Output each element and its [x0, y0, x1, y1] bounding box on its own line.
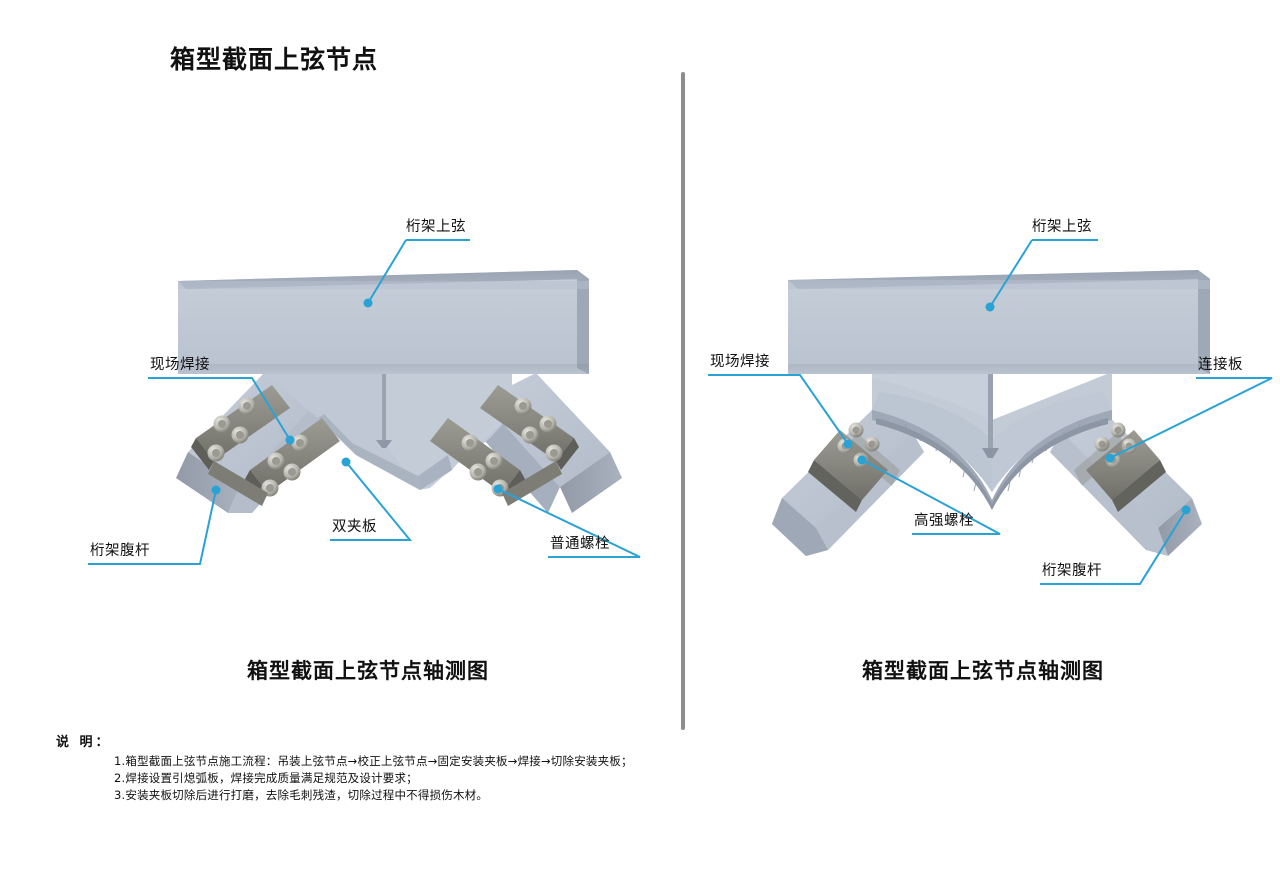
- notes-heading: 说 明：: [56, 735, 112, 750]
- left-splice-plate-upper-right: [480, 385, 579, 470]
- right-center-rib: [982, 370, 999, 458]
- label-right-high-strength-bolt: 高强螺栓: [914, 513, 974, 529]
- label-right-connection-plate: 连接板: [1198, 357, 1243, 373]
- caption-left-figure: 箱型截面上弦节点轴测图: [247, 659, 489, 683]
- notes-block: 说 明： 1.箱型截面上弦节点施工流程：吊装上弦节点→校正上弦节点→固定安装夹板…: [56, 734, 676, 804]
- label-left-field-weld: 现场焊接: [150, 357, 210, 373]
- left-top-chord: [178, 270, 589, 374]
- right-top-chord: [788, 270, 1210, 374]
- label-right-field-weld: 现场焊接: [710, 354, 770, 370]
- label-left-top-chord: 桁架上弦: [406, 219, 466, 235]
- note-item-3: 3.安装夹板切除后进行打磨，去除毛刺残渣，切除过程中不得损伤木材。: [114, 788, 489, 802]
- label-left-web-member: 桁架腹杆: [90, 543, 150, 559]
- label-right-top-chord: 桁架上弦: [1032, 219, 1092, 235]
- label-left-ordinary-bolt: 普通螺栓: [550, 536, 610, 552]
- note-item-2: 2.焊接设置引熄弧板，焊接完成质量满足规范及设计要求；: [114, 771, 418, 785]
- label-right-web-member: 桁架腹杆: [1042, 563, 1102, 579]
- page-title: 箱型截面上弦节点: [170, 45, 379, 74]
- label-left-double-splice-plate: 双夹板: [332, 519, 377, 535]
- caption-right-figure: 箱型截面上弦节点轴测图: [862, 659, 1104, 683]
- note-item-1: 1.箱型截面上弦节点施工流程：吊装上弦节点→校正上弦节点→固定安装夹板→焊接→切…: [114, 754, 633, 768]
- left-center-rib: [376, 370, 392, 448]
- vertical-divider: [681, 72, 685, 730]
- left-figure-geometry: [176, 270, 622, 513]
- left-splice-plate-lower-left: [245, 418, 340, 502]
- left-splice-stem-left: [208, 461, 268, 506]
- right-figure-geometry: [772, 270, 1210, 556]
